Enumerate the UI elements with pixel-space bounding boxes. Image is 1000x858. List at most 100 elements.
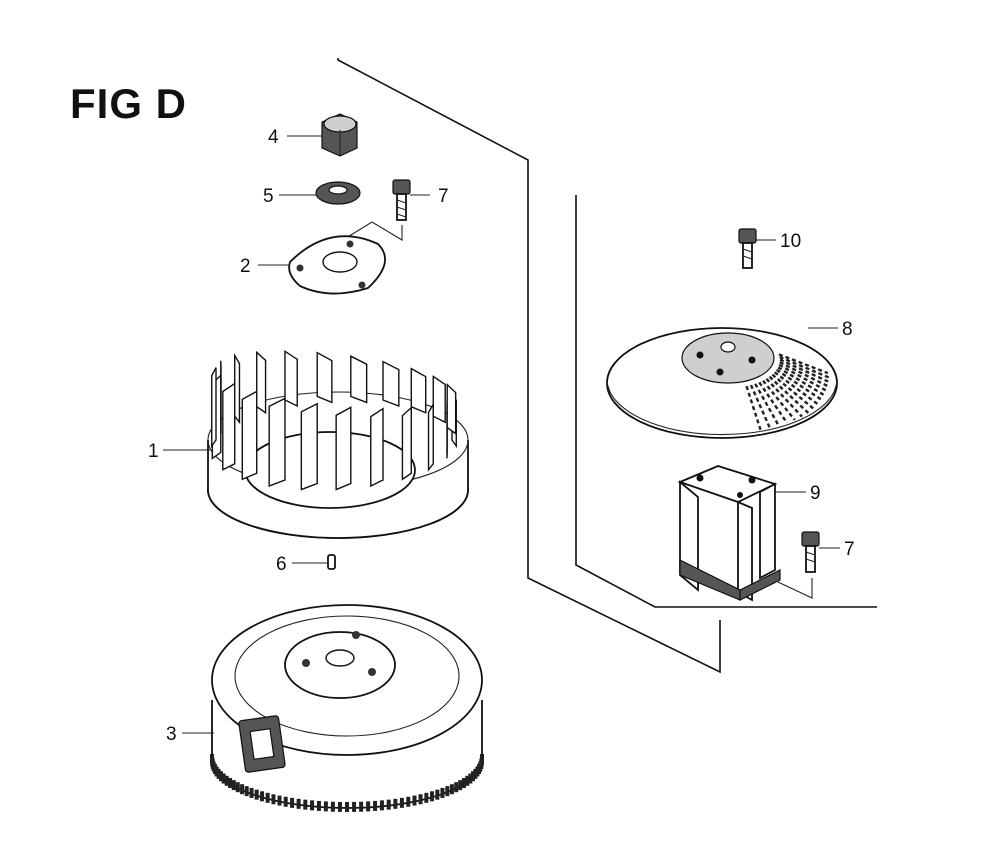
cover-fin xyxy=(773,371,820,406)
gear-tooth xyxy=(366,801,371,812)
fan-blade xyxy=(268,397,286,488)
fan-blade xyxy=(427,401,434,472)
callout-7-lower: 7 xyxy=(844,539,855,560)
gear-tooth xyxy=(480,754,484,764)
part-8-fan-cover xyxy=(606,327,838,439)
gear-tooth xyxy=(303,799,308,810)
gear-tooth xyxy=(471,771,476,782)
part-9-bracket xyxy=(677,465,781,602)
gear-tooth xyxy=(359,801,364,812)
gear-tooth xyxy=(406,796,411,807)
fan-blade xyxy=(211,367,217,449)
gear-tooth xyxy=(235,782,240,793)
gear-tooth xyxy=(330,801,335,812)
fan-blade xyxy=(370,407,384,488)
fan-blade xyxy=(300,402,318,491)
gear-tooth xyxy=(310,800,315,811)
fan-blade xyxy=(350,355,368,404)
figure-title: FIG D xyxy=(70,80,187,127)
part-1-cooling-fan xyxy=(207,350,469,539)
gear-tooth xyxy=(254,789,259,800)
gear-tooth xyxy=(345,802,349,812)
gear-tooth xyxy=(224,775,229,786)
gear-tooth xyxy=(424,792,429,803)
gear-tooth xyxy=(214,766,219,777)
callout-8: 8 xyxy=(842,319,853,340)
fan-blade xyxy=(234,353,241,425)
fan-blade xyxy=(256,350,267,415)
callout-3: 3 xyxy=(166,724,177,745)
fan-blade xyxy=(410,367,427,414)
gear-tooth xyxy=(249,787,254,798)
cover-fin xyxy=(762,379,796,421)
part-7-bolt-lower xyxy=(777,531,820,599)
gear-tooth xyxy=(240,784,245,795)
gear-tooth xyxy=(449,784,454,795)
cover-fin xyxy=(779,358,831,384)
callout-5: 5 xyxy=(263,186,274,207)
gear-tooth xyxy=(418,794,423,805)
cover-fin xyxy=(777,366,827,398)
gear-tooth xyxy=(244,786,249,797)
gear-tooth xyxy=(399,797,404,808)
gear-tooth xyxy=(231,780,236,791)
fan-blade xyxy=(401,406,412,481)
callout-labels: 4 5 7 2 1 6 3 10 8 9 7 xyxy=(148,127,855,745)
gear-tooth xyxy=(465,775,470,786)
gear-tooth xyxy=(221,773,226,784)
callout-7-upper: 7 xyxy=(438,186,449,207)
gear-tooth xyxy=(393,798,398,809)
fan-blade xyxy=(284,350,298,408)
part-6-key xyxy=(327,554,336,570)
cover-fin xyxy=(758,381,788,424)
gear-tooth xyxy=(373,800,378,811)
fan-blades xyxy=(211,350,457,491)
gear-tooth xyxy=(337,801,342,812)
gear-tooth xyxy=(265,792,270,803)
gear-tooth xyxy=(440,787,445,798)
assembly-bracket-lines xyxy=(337,58,877,674)
cover-fin xyxy=(775,368,824,402)
callout-4: 4 xyxy=(268,127,279,148)
gear-tooth xyxy=(379,800,384,811)
cover-fin xyxy=(778,363,829,393)
gear-tooth xyxy=(445,786,450,797)
gear-tooth xyxy=(435,789,440,800)
gear-tooth xyxy=(461,778,466,788)
gear-tooth xyxy=(473,768,478,779)
fan-blade xyxy=(382,360,400,407)
gear-tooth xyxy=(454,782,459,793)
part-4-nut xyxy=(321,113,358,157)
gear-tooth xyxy=(283,796,288,807)
gear-tooth xyxy=(468,773,473,784)
part-7-bolt-upper xyxy=(345,179,411,241)
gear-tooth xyxy=(228,778,233,788)
gear-tooth xyxy=(260,791,265,802)
fan-blade xyxy=(335,406,352,491)
gear-tooth xyxy=(296,798,301,809)
flywheel-ring-gear xyxy=(210,754,484,812)
gear-tooth xyxy=(412,795,417,806)
cover-fin xyxy=(754,383,780,427)
gear-tooth xyxy=(386,799,391,810)
callout-2: 2 xyxy=(240,256,251,277)
fan-blade xyxy=(446,383,457,435)
gear-tooth xyxy=(323,801,328,812)
fan-blade xyxy=(316,351,333,404)
fan-blade xyxy=(222,382,236,471)
gear-tooth xyxy=(290,797,295,808)
gear-tooth xyxy=(458,780,463,791)
gear-tooth xyxy=(316,800,321,811)
leader-lines xyxy=(163,135,840,734)
cover-fin xyxy=(779,355,830,379)
cover-fin xyxy=(778,353,829,375)
fan-blade xyxy=(432,375,446,424)
gear-tooth xyxy=(218,771,223,782)
part-2-plate xyxy=(288,235,386,295)
cover-fin xyxy=(768,375,810,414)
cover-fin xyxy=(745,385,762,431)
cover-fin xyxy=(749,384,771,429)
part-10-bolt xyxy=(738,228,757,269)
cover-fin xyxy=(779,361,831,389)
gear-tooth xyxy=(271,794,276,805)
